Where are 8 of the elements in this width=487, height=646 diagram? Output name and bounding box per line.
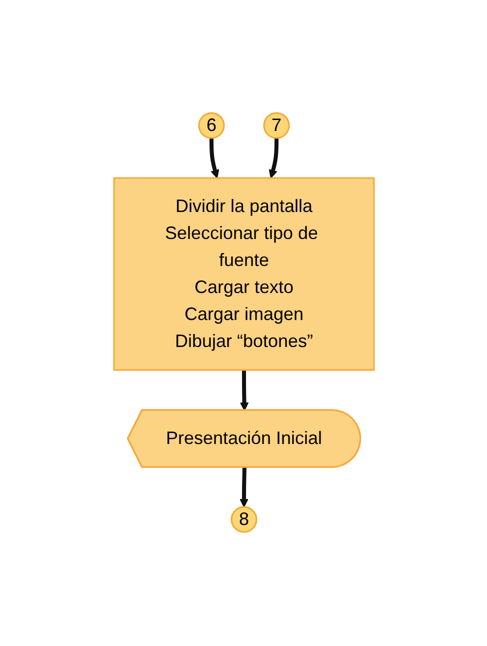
node-circle: 7 (262, 112, 290, 140)
arrow (268, 138, 278, 179)
arrow (239, 370, 248, 412)
arrow (209, 138, 219, 179)
node-box: Dividir la pantalla Seleccionar tipo de fuente Cargar texto Cargar imagen Dibujar “botones” (112, 178, 374, 372)
node-circle: 8 (230, 506, 257, 534)
arrow (239, 468, 248, 508)
node-circle: 6 (198, 112, 224, 140)
